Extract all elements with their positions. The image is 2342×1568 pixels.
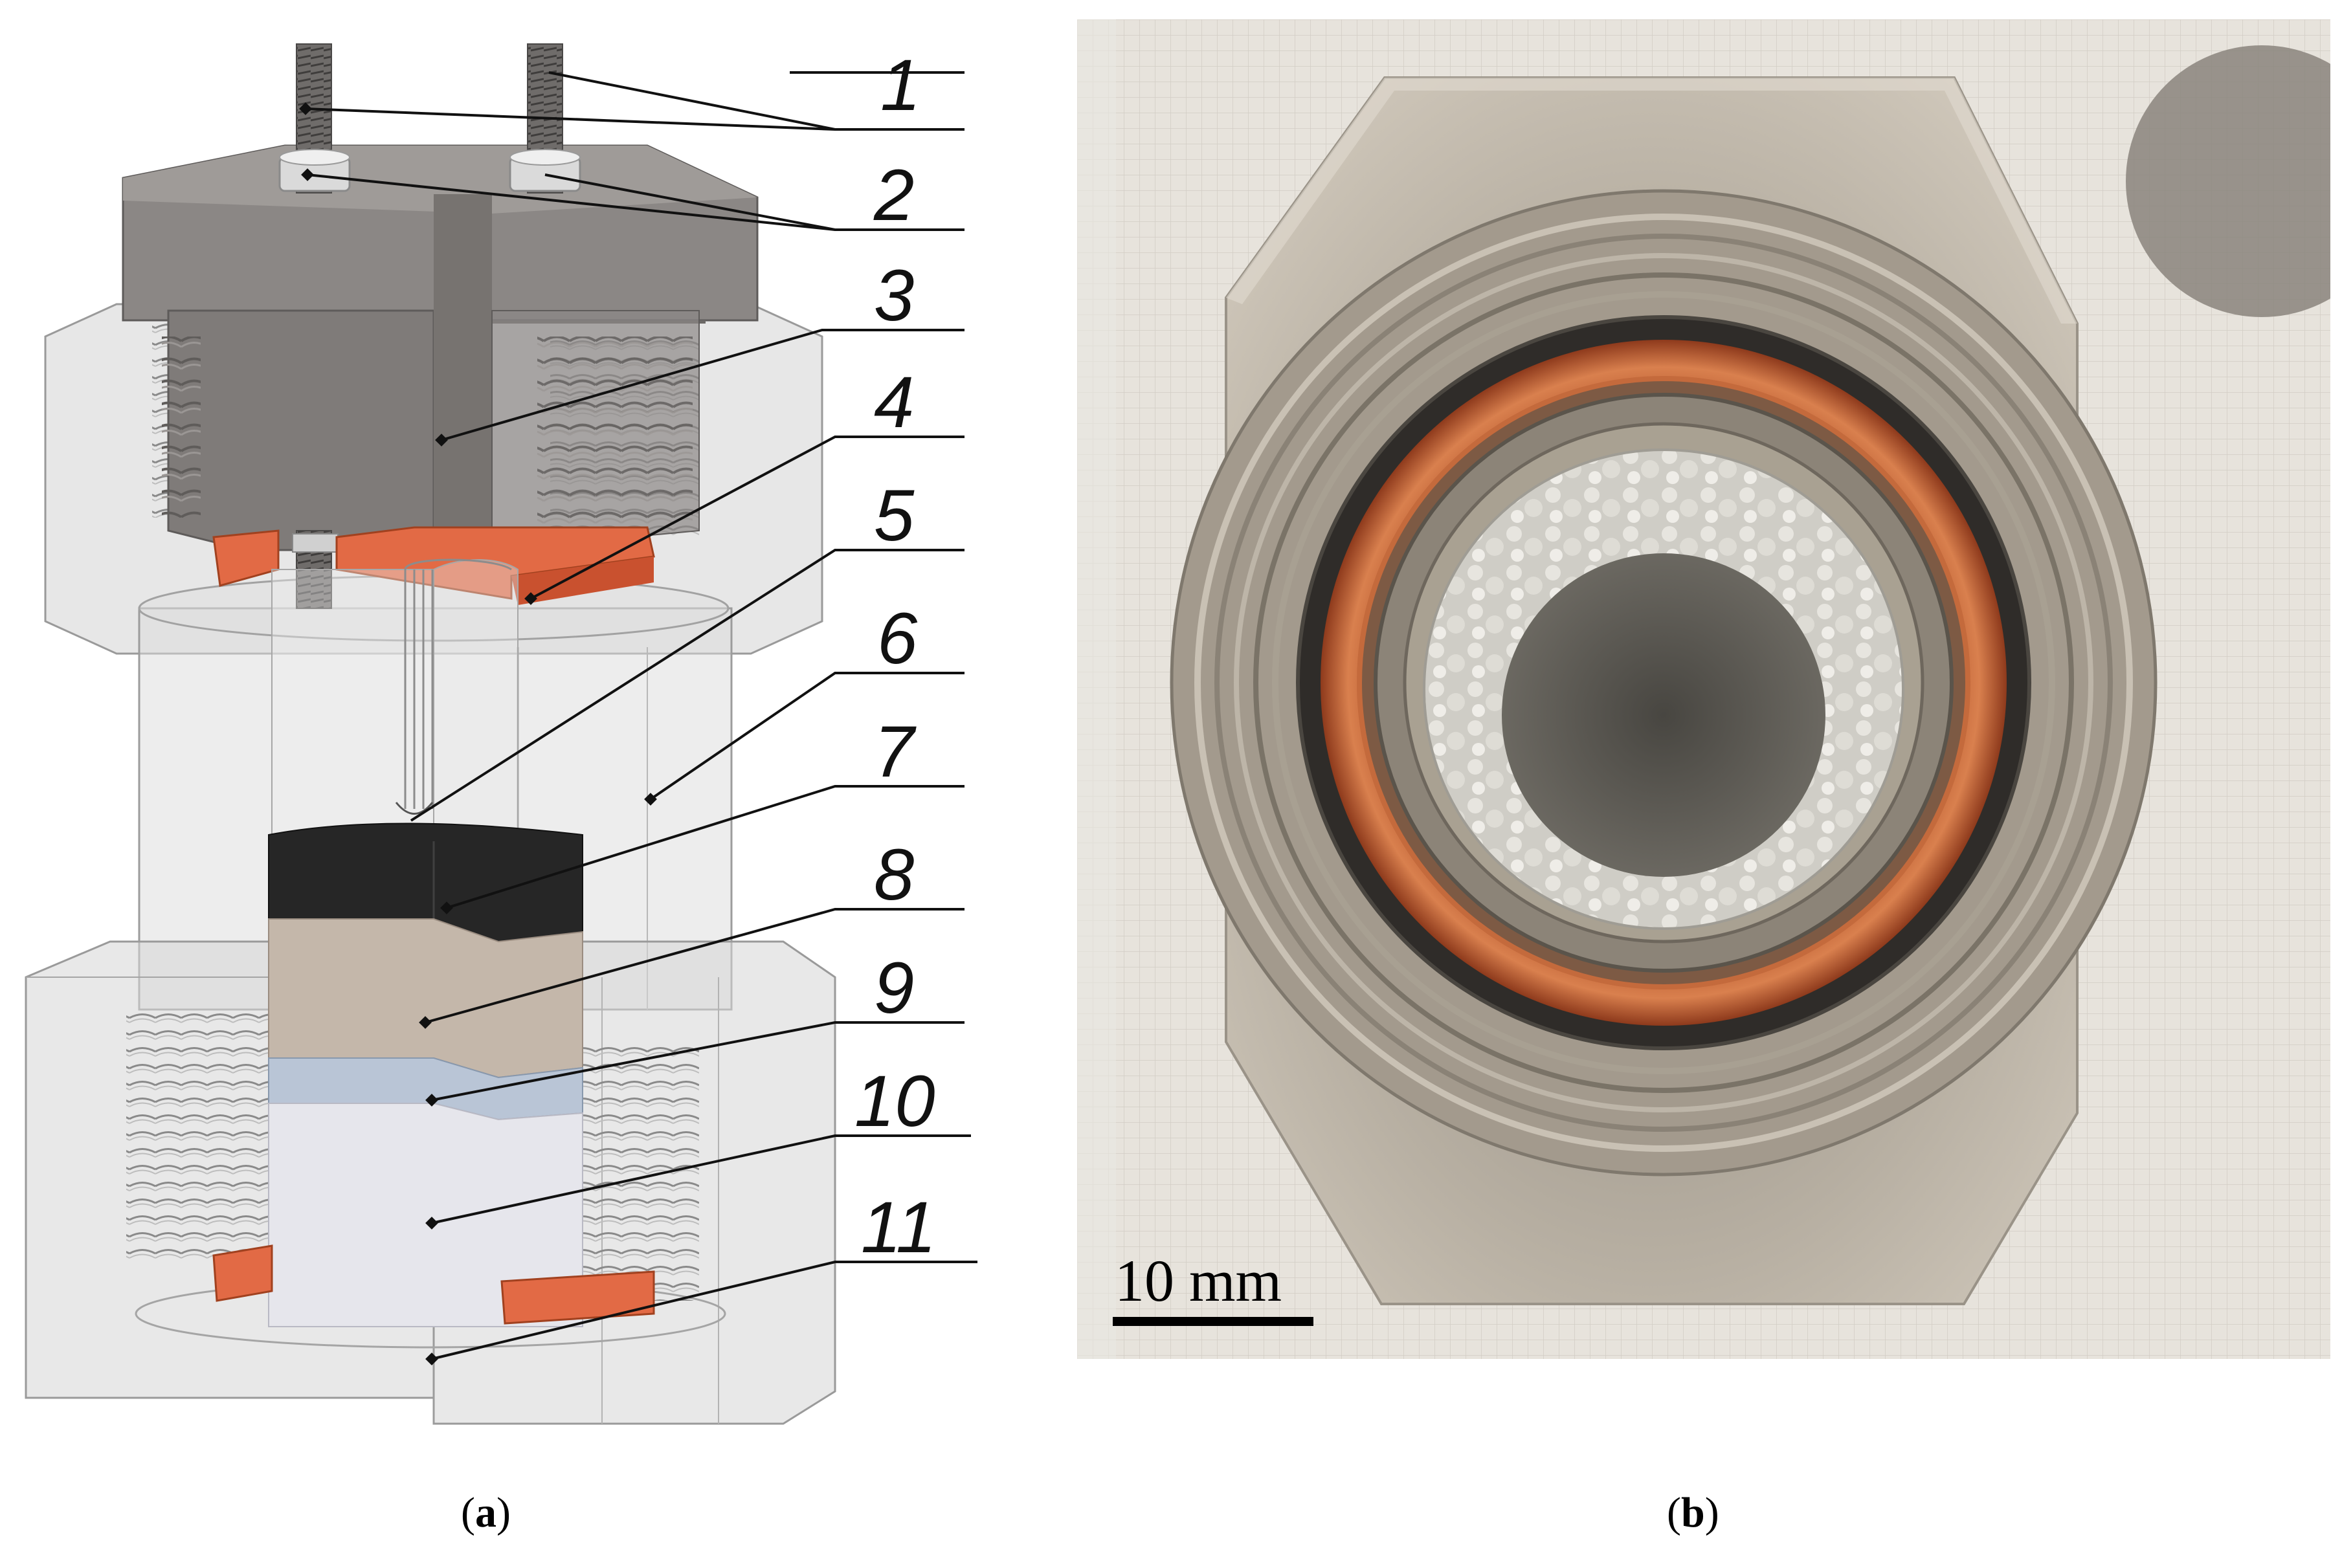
lower-copper-gasket [212, 1244, 655, 1325]
caption-a: (a) [461, 1489, 511, 1536]
callout-6: 6 [877, 598, 918, 679]
caption-b: (b) [1667, 1489, 1719, 1536]
lower-left-thread [126, 1006, 269, 1259]
caption-a-letter: a [474, 1489, 496, 1536]
callout-11: 11 [861, 1187, 936, 1268]
cutaway-render-panel: 1 2 3 4 5 6 7 8 9 10 11 [0, 0, 1049, 1463]
upper-copper-gasket [212, 526, 655, 605]
leader-markers [299, 102, 657, 1365]
callout-1: 1 [880, 45, 920, 126]
callout-10: 10 [854, 1061, 935, 1142]
scale-bar-label: 10 mm [1115, 1248, 1282, 1314]
top-view-photo: 10 mm [1077, 19, 2342, 1359]
insulating-washers [278, 149, 581, 553]
leader-lines [305, 71, 977, 1360]
cutaway-diagram: 1 2 3 4 5 6 7 8 9 10 11 [25, 43, 977, 1425]
callout-3: 3 [874, 255, 914, 336]
callout-5: 5 [874, 475, 915, 556]
scale-bar: 10 mm [1113, 1248, 1313, 1326]
sample-stack [268, 823, 583, 1327]
photo-panel: 10 mm [1077, 19, 2342, 1359]
callout-8: 8 [874, 834, 914, 915]
callout-2: 2 [873, 155, 914, 236]
background-disc [2126, 45, 2342, 317]
inner-cavity [1502, 553, 1825, 877]
cap-body [122, 144, 759, 551]
scale-bar-line [1113, 1317, 1313, 1326]
callout-7: 7 [874, 711, 917, 792]
callout-9: 9 [874, 947, 914, 1028]
callout-4: 4 [874, 362, 914, 443]
caption-b-letter: b [1680, 1489, 1705, 1536]
callout-numbers: 1 2 3 4 5 6 7 8 9 10 11 [854, 45, 936, 1268]
